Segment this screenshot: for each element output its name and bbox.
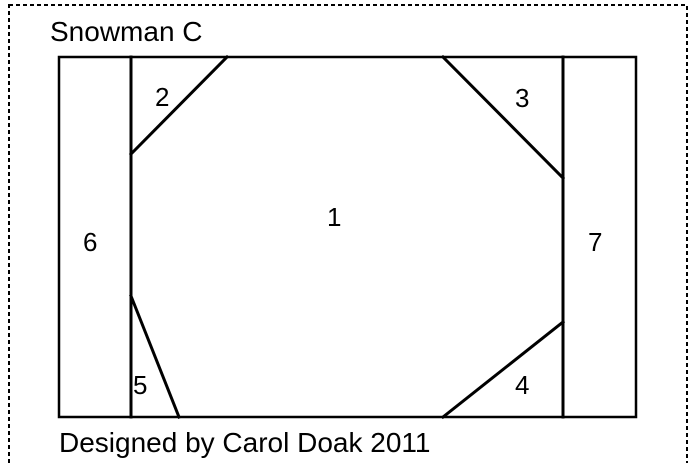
piece-label-5: 5 xyxy=(133,370,147,400)
piece-label-6: 6 xyxy=(83,227,97,257)
piece-label-7: 7 xyxy=(588,227,602,257)
designer-credit: Designed by Carol Doak 2011 xyxy=(59,427,430,458)
block-title: Snowman C xyxy=(50,16,203,47)
seam-piece-5 xyxy=(129,294,181,419)
block-outline xyxy=(57,55,638,419)
piece-label-4: 4 xyxy=(515,370,529,400)
cutting-line-border xyxy=(8,4,688,463)
seam-piece-4 xyxy=(440,319,566,420)
piece-label-2: 2 xyxy=(155,82,169,112)
seam-piece-3 xyxy=(440,54,566,181)
seam-piece-2 xyxy=(128,54,230,157)
piece-label-1: 1 xyxy=(327,202,341,232)
piece-label-3: 3 xyxy=(515,83,529,113)
